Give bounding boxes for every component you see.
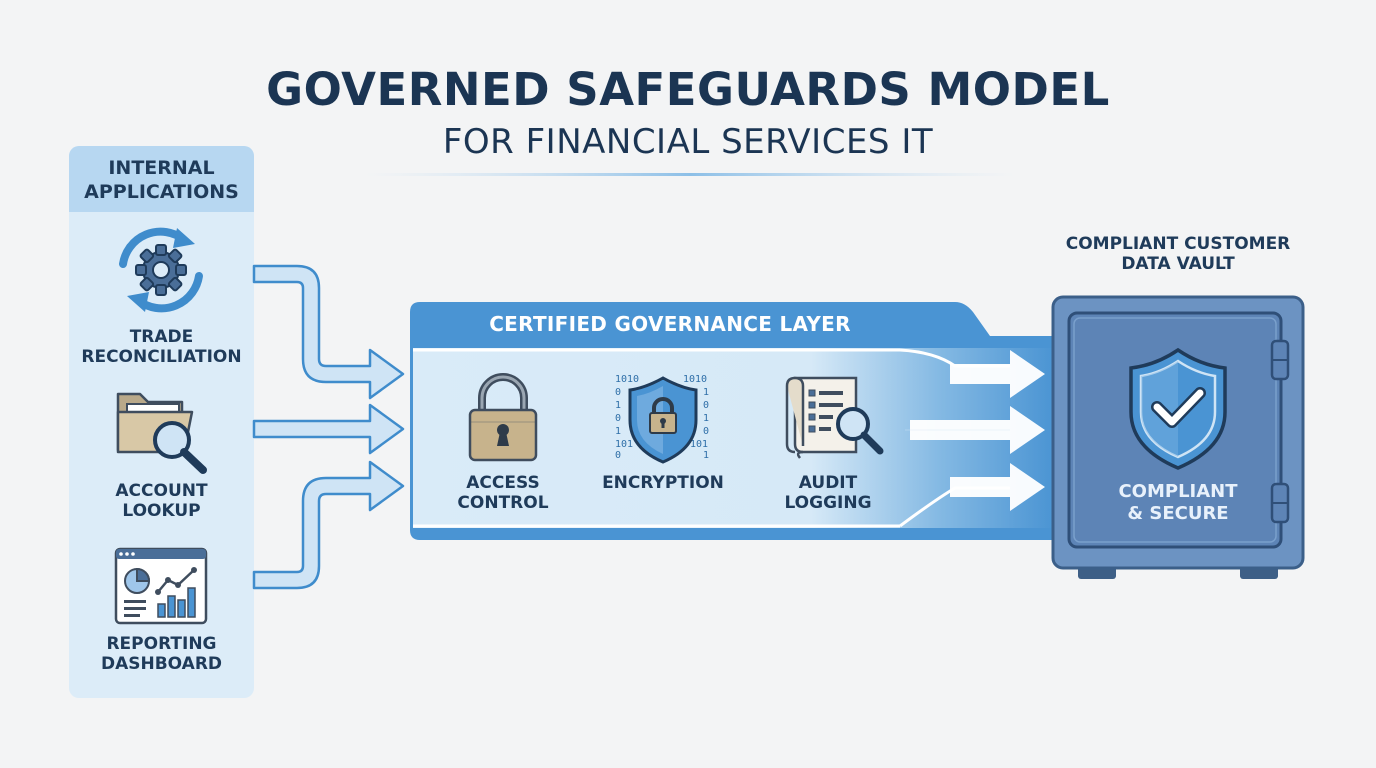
- trade-reconciliation-label: TRADE RECONCILIATION: [81, 327, 242, 367]
- access-control-label: ACCESS CONTROL: [457, 473, 549, 513]
- gear-sync-icon: [119, 227, 203, 313]
- flow-arrow-trade: [252, 264, 405, 400]
- svg-text:101: 101: [615, 439, 633, 450]
- encryption-label: ENCRYPTION: [602, 473, 724, 493]
- svg-text:101: 101: [690, 439, 708, 450]
- governance-layer-title: CERTIFIED GOVERNANCE LAYER: [489, 312, 851, 336]
- svg-text:1: 1: [703, 450, 709, 461]
- shield-check-icon: [1129, 347, 1227, 470]
- svg-text:0: 0: [703, 400, 709, 411]
- vault-status-label: COMPLIANT & SECURE: [1118, 481, 1238, 524]
- data-vault-title: COMPLIANT CUSTOMER DATA VAULT: [1065, 234, 1291, 274]
- internal-applications-title: INTERNAL APPLICATIONS: [84, 157, 239, 203]
- title-block: GOVERNED SAFEGUARDS MODEL FOR FINANCIAL …: [0, 62, 1376, 164]
- svg-text:1: 1: [703, 387, 709, 398]
- shield-lock-binary-icon: 1010 1010 0 1 1 0 0 1 1 0 101 101 0 1: [615, 374, 709, 464]
- audit-logging-label: AUDIT LOGGING: [784, 473, 872, 513]
- flow-arrow-reporting: [252, 460, 405, 590]
- folder-search-icon: [116, 392, 207, 474]
- svg-text:1: 1: [615, 400, 621, 411]
- padlock-icon: [468, 373, 538, 462]
- svg-text:0: 0: [615, 413, 621, 424]
- flow-arrow-vault-2: [905, 406, 1045, 454]
- flow-arrow-account: [252, 403, 405, 455]
- svg-text:1: 1: [615, 426, 621, 437]
- binary-text: 1010: [615, 374, 639, 385]
- document-search-icon: [785, 376, 884, 459]
- svg-text:0: 0: [615, 387, 621, 398]
- flow-arrow-vault-1: [899, 348, 1045, 398]
- svg-text:1: 1: [703, 413, 709, 424]
- page-title: GOVERNED SAFEGUARDS MODEL: [266, 63, 1110, 116]
- governance-layer: [410, 302, 1070, 540]
- page-subtitle: FOR FINANCIAL SERVICES IT: [442, 122, 934, 162]
- account-lookup-label: ACCOUNT LOOKUP: [115, 481, 208, 521]
- title-underline: [365, 173, 1015, 176]
- svg-text:0: 0: [615, 450, 621, 461]
- dashboard-chart-icon: [114, 547, 208, 625]
- binary-text: 1010: [683, 374, 707, 385]
- flow-arrow-vault-3: [899, 463, 1045, 528]
- reporting-dashboard-label: REPORTING DASHBOARD: [100, 634, 223, 674]
- svg-text:0: 0: [703, 426, 709, 437]
